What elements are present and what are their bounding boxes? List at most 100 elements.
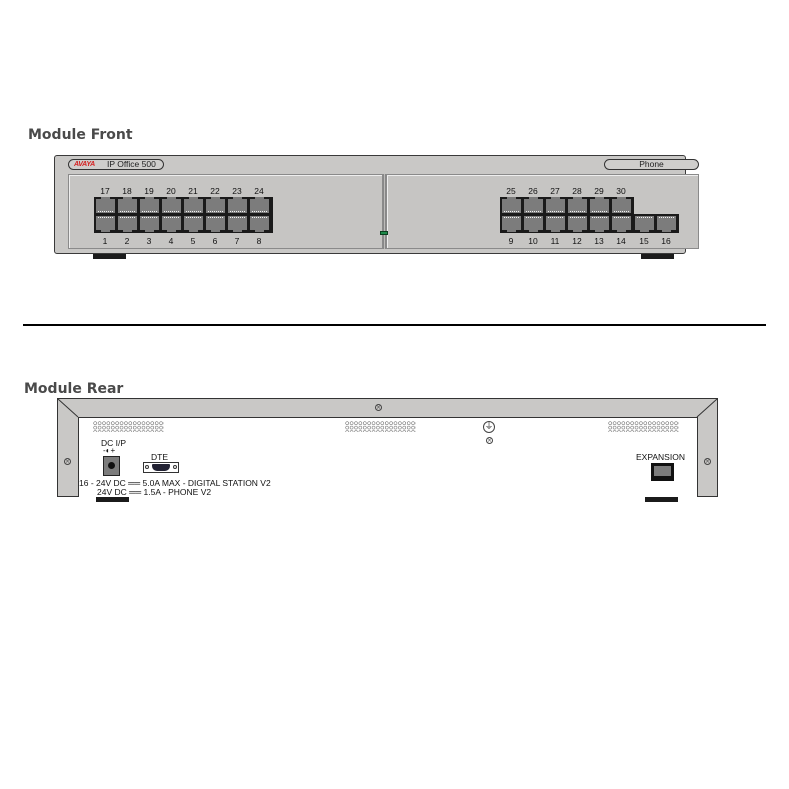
port-27[interactable]	[546, 197, 565, 213]
port-label: 22	[210, 186, 220, 196]
port-label: 17	[100, 186, 110, 196]
vent-grille-left	[93, 421, 164, 432]
port-label: 19	[144, 186, 154, 196]
port-4[interactable]	[162, 216, 181, 232]
power-rating-line-2: 24V DC ══ 1.5A - PHONE V2	[97, 487, 212, 497]
rj45-socket-icon	[654, 466, 671, 476]
port-label: 2	[124, 236, 130, 246]
phone-module-badge: Phone	[604, 159, 699, 170]
status-led	[380, 231, 388, 235]
port-label: 23	[232, 186, 242, 196]
port-14[interactable]	[612, 216, 631, 232]
port-label: 27	[550, 186, 560, 196]
port-8[interactable]	[250, 216, 269, 232]
screw-icon: ×	[704, 458, 711, 465]
port-label: 29	[594, 186, 604, 196]
vent-grille-right	[608, 421, 679, 432]
port-25[interactable]	[502, 197, 521, 213]
phone-badge-label: Phone	[639, 159, 664, 169]
port-26[interactable]	[524, 197, 543, 213]
front-foot-left	[93, 254, 126, 259]
center-divider	[383, 174, 386, 249]
port-16[interactable]	[657, 216, 676, 232]
port-label: 6	[212, 236, 218, 246]
screw-icon	[173, 465, 177, 469]
dc-polarity-icon: -◐+	[103, 446, 116, 455]
port-18[interactable]	[118, 197, 137, 213]
port-13[interactable]	[590, 216, 609, 232]
port-label: 20	[166, 186, 176, 196]
port-block-right-top	[500, 197, 634, 233]
expansion-label: EXPANSION	[636, 452, 685, 462]
screw-icon: ×	[375, 404, 382, 411]
port-29[interactable]	[590, 197, 609, 213]
port-label: 4	[168, 236, 174, 246]
front-foot-right	[641, 254, 674, 259]
port-label: 16	[661, 236, 671, 246]
port-5[interactable]	[184, 216, 203, 232]
port-24[interactable]	[250, 197, 269, 213]
dte-serial-port[interactable]	[143, 462, 179, 473]
screw-icon: ×	[64, 458, 71, 465]
section-divider	[23, 324, 766, 326]
ground-icon: ⏚	[483, 421, 495, 433]
port-3[interactable]	[140, 216, 159, 232]
model-name: IP Office 500	[107, 159, 156, 169]
port-23[interactable]	[228, 197, 247, 213]
dte-label: DTE	[151, 452, 168, 462]
vent-grille-center	[345, 421, 416, 432]
port-1[interactable]	[96, 216, 115, 232]
port-label: 25	[506, 186, 516, 196]
port-label: 15	[639, 236, 649, 246]
rear-foot-left	[96, 497, 129, 502]
avaya-logo: AVAYA	[74, 161, 95, 168]
port-label: 7	[234, 236, 240, 246]
port-10[interactable]	[524, 216, 543, 232]
dc-input-label: DC I/P	[101, 438, 127, 448]
port-label: 10	[528, 236, 538, 246]
port-12[interactable]	[568, 216, 587, 232]
port-label: 5	[190, 236, 196, 246]
module-rear-heading: Module Rear	[24, 381, 124, 397]
module-front-diagram: AVAYA IP Office 500 Phone 17 18 19 20 21…	[0, 0, 789, 300]
port-17[interactable]	[96, 197, 115, 213]
port-2[interactable]	[118, 216, 137, 232]
rear-panel	[78, 417, 698, 497]
port-label: 1	[102, 236, 108, 246]
port-label: 30	[616, 186, 626, 196]
expansion-port[interactable]	[651, 463, 674, 481]
port-label: 13	[594, 236, 604, 246]
rear-foot-right	[645, 497, 678, 502]
port-label: 11	[550, 236, 560, 246]
port-label: 3	[146, 236, 152, 246]
port-19[interactable]	[140, 197, 159, 213]
rear-chassis	[57, 398, 718, 497]
port-label: 9	[508, 236, 514, 246]
port-20[interactable]	[162, 197, 181, 213]
port-label: 21	[188, 186, 198, 196]
port-22[interactable]	[206, 197, 225, 213]
left-ports	[94, 197, 273, 233]
port-label: 8	[256, 236, 262, 246]
port-28[interactable]	[568, 197, 587, 213]
dc-power-jack[interactable]	[103, 456, 120, 476]
port-9[interactable]	[502, 216, 521, 232]
screw-icon	[145, 465, 149, 469]
port-7[interactable]	[228, 216, 247, 232]
module-front-heading: Module Front	[28, 127, 133, 143]
port-30[interactable]	[612, 197, 631, 213]
port-label: 18	[122, 186, 132, 196]
port-label: 26	[528, 186, 538, 196]
port-21[interactable]	[184, 197, 203, 213]
power-rating-line-1: 16 - 24V DC ══ 5.0A MAX - DIGITAL STATIO…	[79, 478, 271, 488]
port-label: 28	[572, 186, 582, 196]
port-11[interactable]	[546, 216, 565, 232]
port-label: 14	[616, 236, 626, 246]
port-label: 24	[254, 186, 264, 196]
port-15[interactable]	[635, 216, 654, 232]
right-ports	[500, 197, 680, 233]
dte-connector-icon	[152, 464, 170, 471]
screw-icon: ×	[486, 437, 493, 444]
dc-jack-socket-icon	[108, 462, 115, 469]
port-6[interactable]	[206, 216, 225, 232]
